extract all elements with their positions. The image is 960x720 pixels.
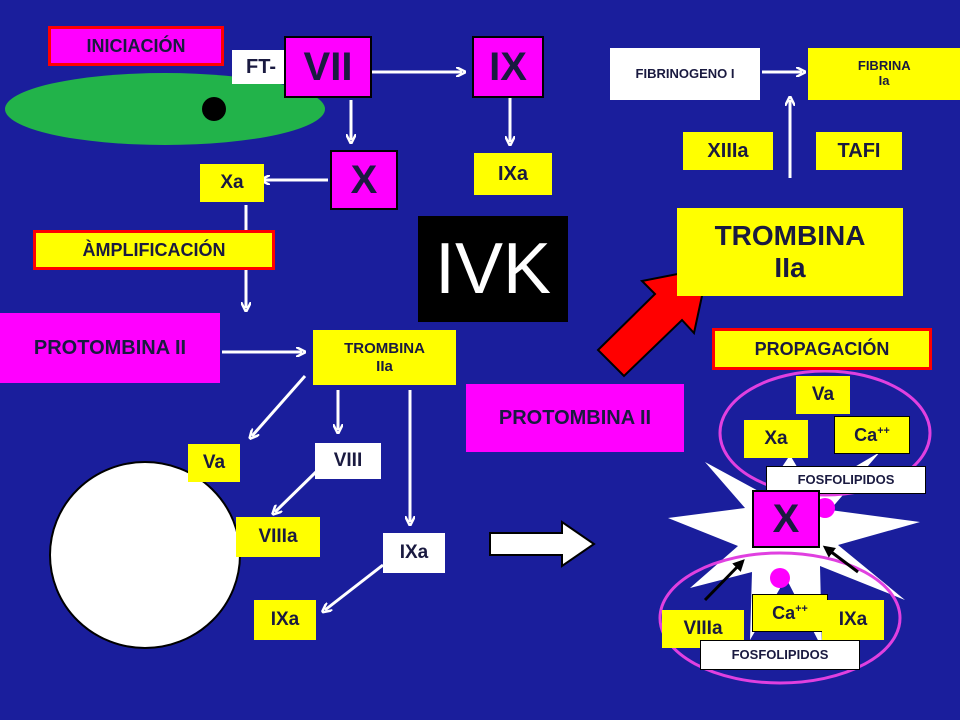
trombina-box-large: TROMBINA IIa <box>677 208 903 296</box>
lower-complex-ellipse <box>658 551 902 685</box>
arrow-viiia-x <box>703 559 745 602</box>
tafi-text: TAFI <box>837 139 881 162</box>
phase-label-propagacion-text: PROPAGACIÓN <box>754 338 890 359</box>
viiia-amp-text: VIIIa <box>258 526 298 548</box>
fibrina-box: FIBRINA Ia <box>808 48 960 100</box>
fosfolipidos-box-bottom: FOSFOLIPIDOS <box>700 640 860 670</box>
ca-top-text: Ca++ <box>854 424 890 445</box>
platelet-circle <box>49 461 241 649</box>
viiia-box-amp: VIIIa <box>236 517 320 557</box>
trombina-large-text: TROMBINA IIa <box>714 219 866 283</box>
ca-box-top: Ca++ <box>834 416 910 454</box>
phase-label-iniciacion-text: INICIACIÓN <box>86 35 186 56</box>
trombina-box-small: TROMBINA IIa <box>313 330 456 385</box>
ixa-box-amp: IXa <box>254 600 316 640</box>
fibrina-text: FIBRINA Ia <box>857 58 911 88</box>
tissue-factor-cell <box>5 73 325 145</box>
factor-x-box-prop: X <box>752 490 820 548</box>
dot-lower <box>770 568 790 588</box>
fosfolipidos-top-text: FOSFOLIPIDOS <box>797 471 895 487</box>
fosfolipidos-bottom-text: FOSFOLIPIDOS <box>731 646 829 662</box>
ixa-init-text: IXa <box>497 162 529 185</box>
protombina-box-center: PROTOMBINA II <box>466 384 684 452</box>
ft-text: FT- <box>246 55 276 78</box>
xa-box-prop: Xa <box>744 420 808 458</box>
upper-complex-ellipse <box>718 369 932 497</box>
viii-text: VIII <box>333 450 363 472</box>
ca-bottom-text: Ca++ <box>772 602 808 623</box>
ixa-prop-text: IXa <box>838 609 868 631</box>
viii-box: VIII <box>315 443 381 479</box>
xa-box-init: Xa <box>200 164 264 202</box>
protombina-box-left: PROTOMBINA II <box>0 313 220 383</box>
phase-label-amplificacion-text: ÀMPLIFICACIÓN <box>82 239 226 260</box>
tafi-box: TAFI <box>816 132 902 170</box>
ixa-box-white: IXa <box>383 533 445 573</box>
cell-dot <box>202 97 226 121</box>
xa-prop-text: Xa <box>764 428 788 450</box>
superscript-charge: ++ <box>795 602 808 615</box>
arrow-ixa-ixa <box>325 563 384 610</box>
factor-ix-text: IX <box>489 45 527 89</box>
ixa-amp-text: IXa <box>270 609 300 631</box>
ixa-box-init: IXa <box>474 153 552 195</box>
ixa-box-prop: IXa <box>822 600 884 640</box>
xiiia-text: XIIIa <box>707 139 749 162</box>
ivk-box: IVK <box>418 216 568 322</box>
superscript-charge: ++ <box>877 424 890 437</box>
fibrinogeno-box: FIBRINOGENO I <box>610 48 760 100</box>
phase-label-iniciacion: INICIACIÓN <box>48 26 224 66</box>
ixa-white-text: IXa <box>399 542 429 564</box>
factor-x-text: X <box>350 158 378 202</box>
ft-box: FT- <box>232 50 290 84</box>
arrow-viii-viiia <box>275 468 320 512</box>
phase-label-propagacion: PROPAGACIÓN <box>712 328 932 370</box>
factor-vii-text: VII <box>303 45 353 89</box>
factor-vii-box: VII <box>284 36 372 98</box>
dot-upper <box>815 498 835 518</box>
ca-box-bottom: Ca++ <box>752 594 828 632</box>
ivk-text: IVK <box>434 228 552 309</box>
factor-x-box: X <box>330 150 398 210</box>
trombina-small-text: TROMBINA IIa <box>344 340 425 375</box>
viiia-prop-text: VIIIa <box>683 618 723 640</box>
va-prop-text: Va <box>811 384 835 406</box>
factor-x-prop-text: X <box>772 497 800 541</box>
xiiia-box: XIIIa <box>683 132 773 170</box>
va-amp-text: Va <box>202 452 226 474</box>
protombina-center-text: PROTOMBINA II <box>498 406 652 429</box>
arrow-ixa-x <box>822 545 859 574</box>
fosfolipidos-box-top: FOSFOLIPIDOS <box>766 466 926 494</box>
phase-label-amplificacion: ÀMPLIFICACIÓN <box>33 230 275 270</box>
arrow-trombina-va <box>252 375 307 436</box>
va-box-amp: Va <box>188 444 240 482</box>
block-arrow-right <box>489 520 596 568</box>
activated-platelet-burst <box>668 452 920 648</box>
fibrinogeno-text: FIBRINOGENO I <box>635 65 735 81</box>
xa-init-text: Xa <box>220 172 244 194</box>
factor-ix-box: IX <box>472 36 544 98</box>
va-box-prop: Va <box>796 376 850 414</box>
protombina-left-text: PROTOMBINA II <box>33 336 187 359</box>
